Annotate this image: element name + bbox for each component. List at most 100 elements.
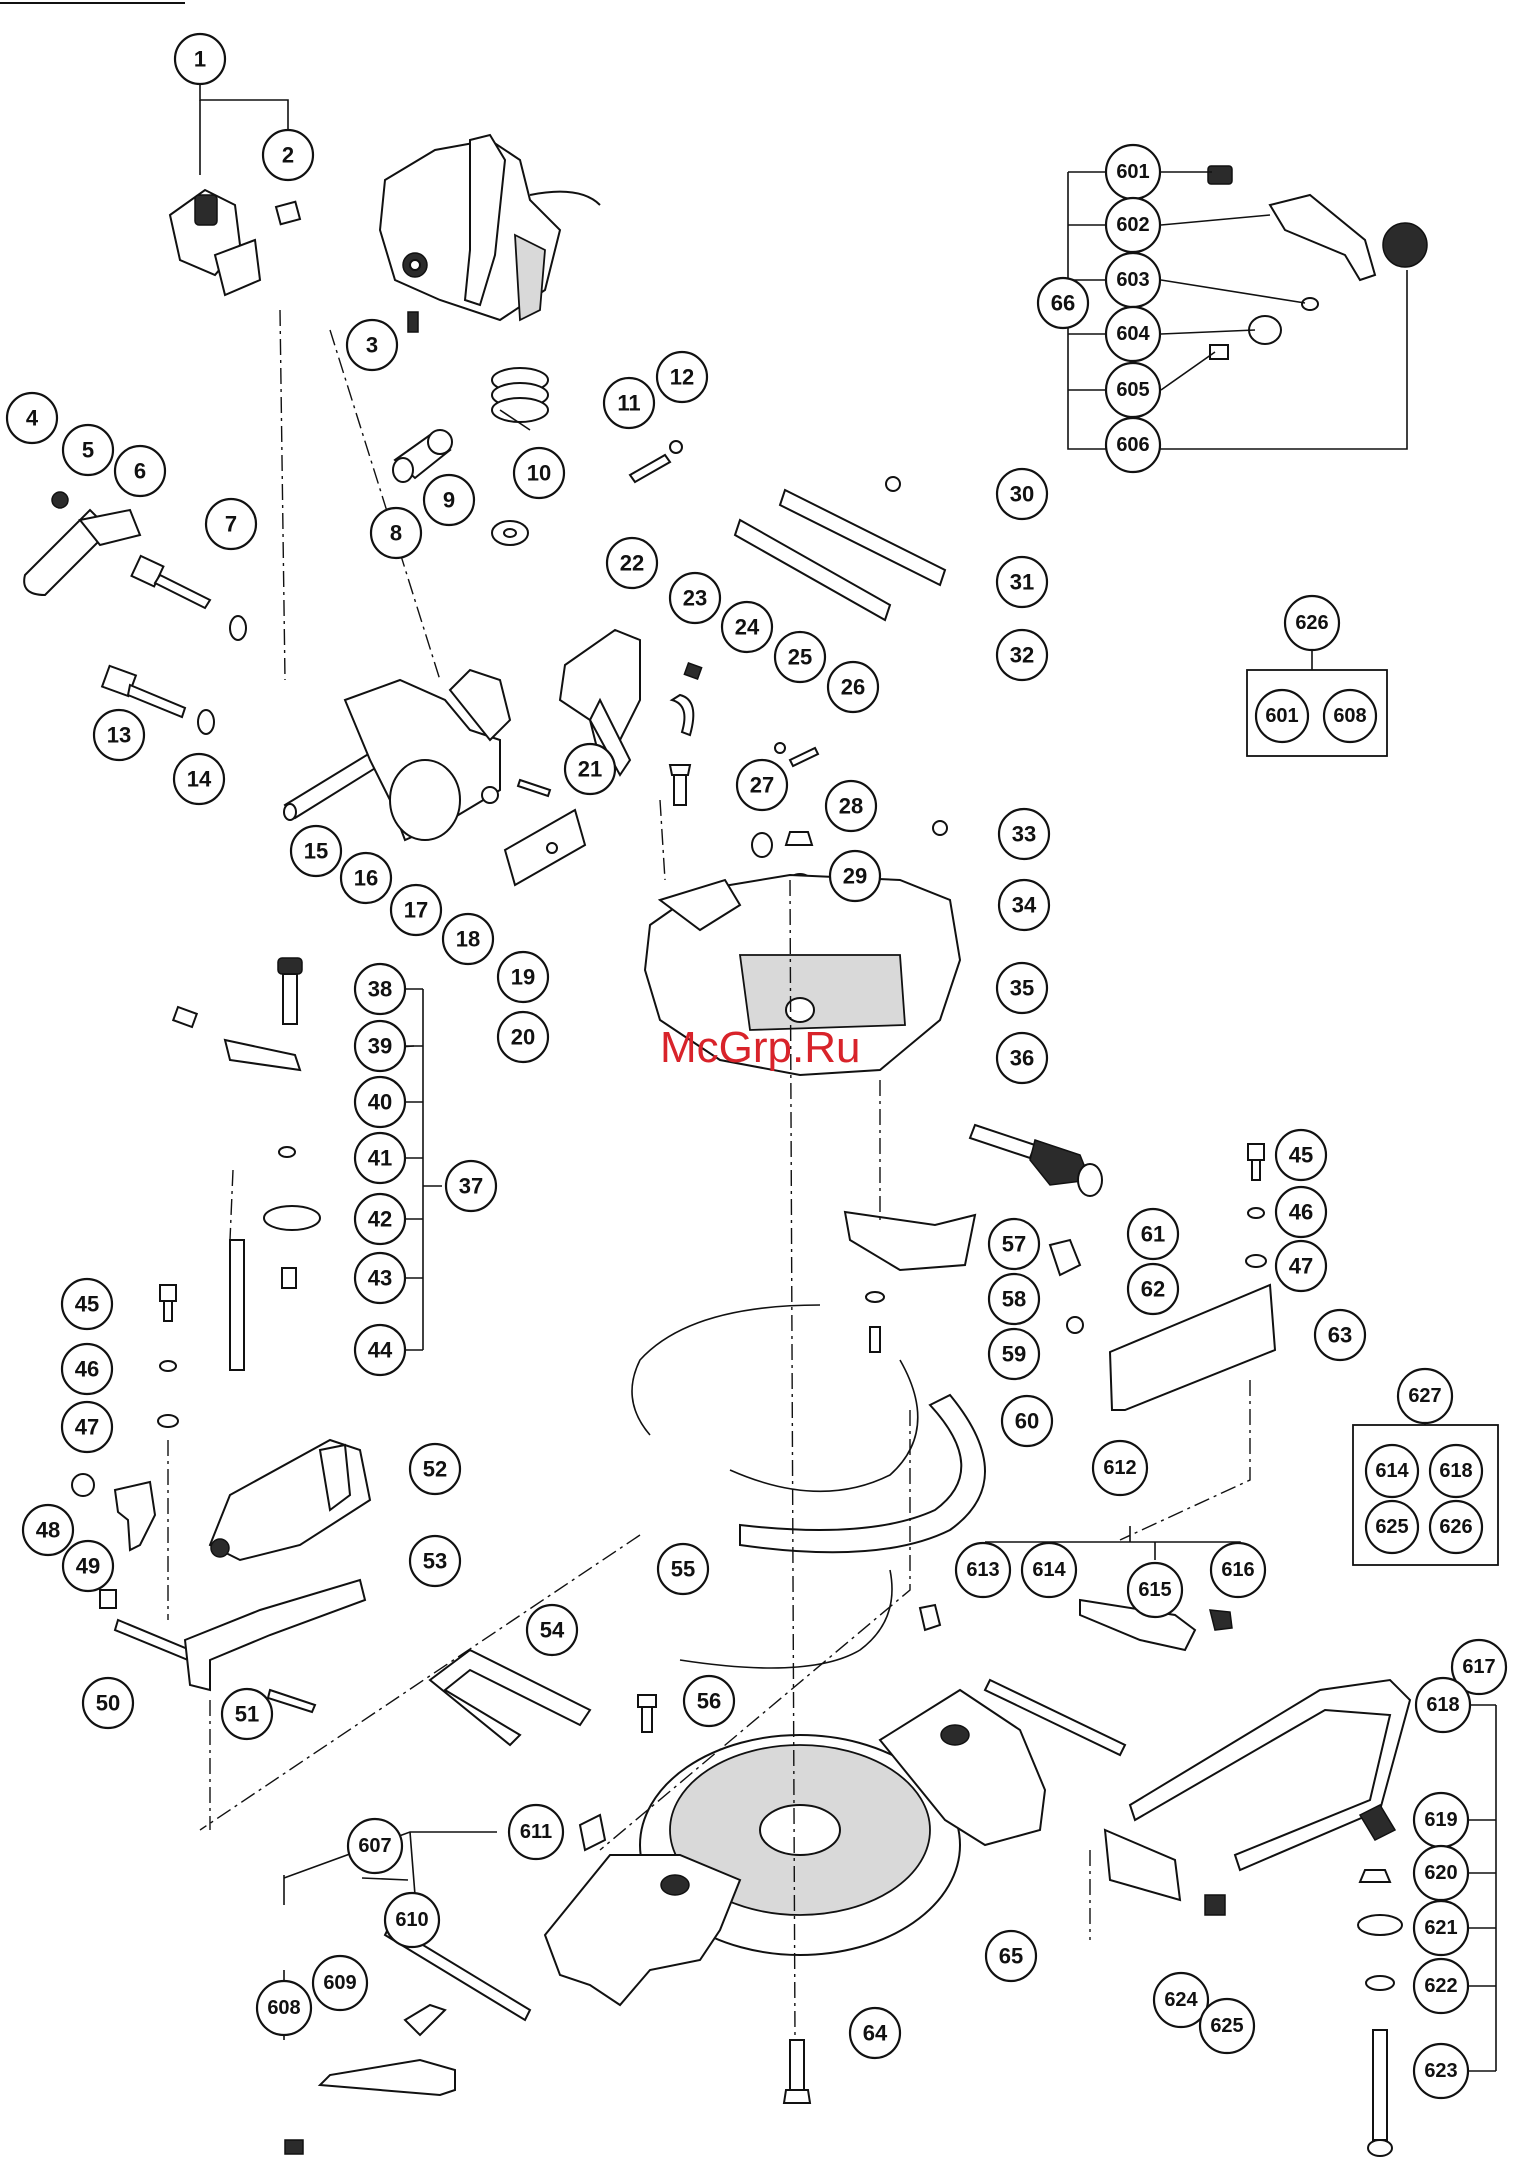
svg-text:24: 24 — [735, 615, 760, 640]
svg-text:608: 608 — [267, 1997, 300, 2019]
svg-text:23: 23 — [683, 586, 707, 611]
callout-part-28: 28 — [824, 779, 878, 833]
svg-text:49: 49 — [76, 1554, 100, 1579]
svg-text:65: 65 — [999, 1944, 1023, 1969]
switch-part — [168, 188, 302, 297]
part-drawings — [23, 133, 1428, 2157]
svg-text:47: 47 — [1289, 1254, 1313, 1279]
callout-part-35: 35 — [995, 961, 1049, 1015]
bracket53-part — [183, 1578, 367, 1692]
svg-text:31: 31 — [1010, 570, 1034, 595]
callout-part-620: 620 — [1412, 1844, 1470, 1902]
callout-part-59: 59 — [987, 1327, 1041, 1381]
callout-part-25: 25 — [773, 630, 827, 684]
callout-part-1: 1 — [173, 32, 227, 86]
callout-part-30: 30 — [995, 467, 1049, 521]
svg-text:54: 54 — [540, 1618, 565, 1643]
callout-part-45: 45 — [1274, 1128, 1328, 1182]
svg-text:48: 48 — [36, 1518, 60, 1543]
svg-text:50: 50 — [96, 1691, 120, 1716]
svg-text:608: 608 — [1333, 705, 1366, 727]
callout-part-52: 52 — [408, 1442, 462, 1496]
callout-part-611: 611 — [507, 1803, 565, 1861]
callout-part-64: 64 — [848, 2006, 902, 2060]
svg-text:619: 619 — [1424, 1809, 1457, 1831]
bolt-part — [100, 664, 215, 735]
callout-part-21: 21 — [563, 742, 617, 796]
callout-part-624: 624 — [1152, 1971, 1210, 2029]
svg-text:55: 55 — [671, 1557, 695, 1582]
callout-part-24: 24 — [720, 600, 774, 654]
svg-text:66: 66 — [1051, 291, 1075, 316]
callout-part-622: 622 — [1412, 1957, 1470, 2015]
callout-part-621: 621 — [1412, 1899, 1470, 1957]
callout-part-610: 610 — [383, 1891, 441, 1949]
svg-text:11: 11 — [617, 391, 640, 416]
callout-part-10: 10 — [512, 446, 566, 500]
callout-part-11: 11 — [602, 376, 656, 430]
callout-part-9: 9 — [422, 473, 476, 527]
svg-text:602: 602 — [1116, 214, 1149, 236]
callout-part-54: 54 — [525, 1603, 579, 1657]
callout-part-616: 616 — [1209, 1541, 1267, 1599]
svg-text:612: 612 — [1103, 1457, 1136, 1479]
callout-part-614: 614 — [1020, 1541, 1078, 1599]
bushing-part — [392, 429, 453, 483]
svg-text:15: 15 — [304, 839, 328, 864]
small-screw-part — [774, 742, 820, 768]
callout-part-3: 3 — [345, 318, 399, 372]
callout-part-612: 612 — [1091, 1439, 1149, 1497]
callout-part-34: 34 — [997, 878, 1051, 932]
svg-text:56: 56 — [697, 1689, 721, 1714]
u-rod-part — [428, 1648, 592, 1747]
svg-text:601: 601 — [1116, 161, 1149, 183]
svg-text:60: 60 — [1015, 1409, 1039, 1434]
callout-part-48: 48 — [21, 1503, 75, 1557]
svg-text:34: 34 — [1012, 893, 1037, 918]
callout-part-61: 61 — [1126, 1207, 1180, 1261]
handle-group-part — [1207, 165, 1428, 360]
svg-text:609: 609 — [323, 1972, 356, 1994]
svg-text:601: 601 — [1265, 705, 1298, 727]
callout-part-63: 63 — [1313, 1308, 1367, 1362]
callout-part-41: 41 — [353, 1131, 407, 1185]
callout-part-16: 16 — [339, 851, 393, 905]
callout-part-36: 36 — [995, 1031, 1049, 1085]
kit628-item-626: 626 — [1428, 1499, 1484, 1555]
svg-text:52: 52 — [423, 1457, 447, 1482]
callout-part-5: 5 — [61, 423, 115, 477]
svg-text:607: 607 — [358, 1835, 391, 1857]
callout-part-605: 605 — [1104, 361, 1162, 419]
callout-part-8: 8 — [369, 506, 423, 560]
svg-text:57: 57 — [1002, 1232, 1026, 1257]
screw-set-part — [157, 1143, 1267, 1428]
callout-part-49: 49 — [61, 1539, 115, 1593]
svg-text:25: 25 — [788, 645, 812, 670]
watermark: McGrp.Ru — [660, 1023, 860, 1072]
bolt57-part — [637, 1694, 657, 1733]
kit627-item-601: 601 — [1254, 688, 1310, 744]
svg-text:59: 59 — [1002, 1342, 1026, 1367]
callout-part-20: 20 — [496, 1010, 550, 1064]
spring-part — [491, 367, 549, 431]
callout-part-2: 2 — [261, 128, 315, 182]
stop-assembly-part — [171, 957, 321, 1371]
kit628-item-614: 614 — [1364, 1443, 1420, 1499]
callout-part-619: 619 — [1412, 1791, 1470, 1849]
callout-part-608: 608 — [255, 1979, 313, 2037]
svg-text:9: 9 — [443, 488, 455, 513]
svg-text:58: 58 — [1002, 1287, 1026, 1312]
callout-part-56: 56 — [682, 1674, 736, 1728]
svg-text:27: 27 — [750, 773, 774, 798]
svg-text:12: 12 — [670, 365, 694, 390]
callout-part-617: 617 — [1450, 1638, 1508, 1696]
svg-text:620: 620 — [1424, 1862, 1457, 1884]
callout-part-60: 60 — [1000, 1394, 1054, 1448]
callout-part-7: 7 — [204, 497, 258, 551]
bolt21-part — [668, 764, 692, 806]
callout-part-38: 38 — [353, 962, 407, 1016]
svg-text:22: 22 — [620, 551, 644, 576]
callout-part-43: 43 — [353, 1251, 407, 1305]
